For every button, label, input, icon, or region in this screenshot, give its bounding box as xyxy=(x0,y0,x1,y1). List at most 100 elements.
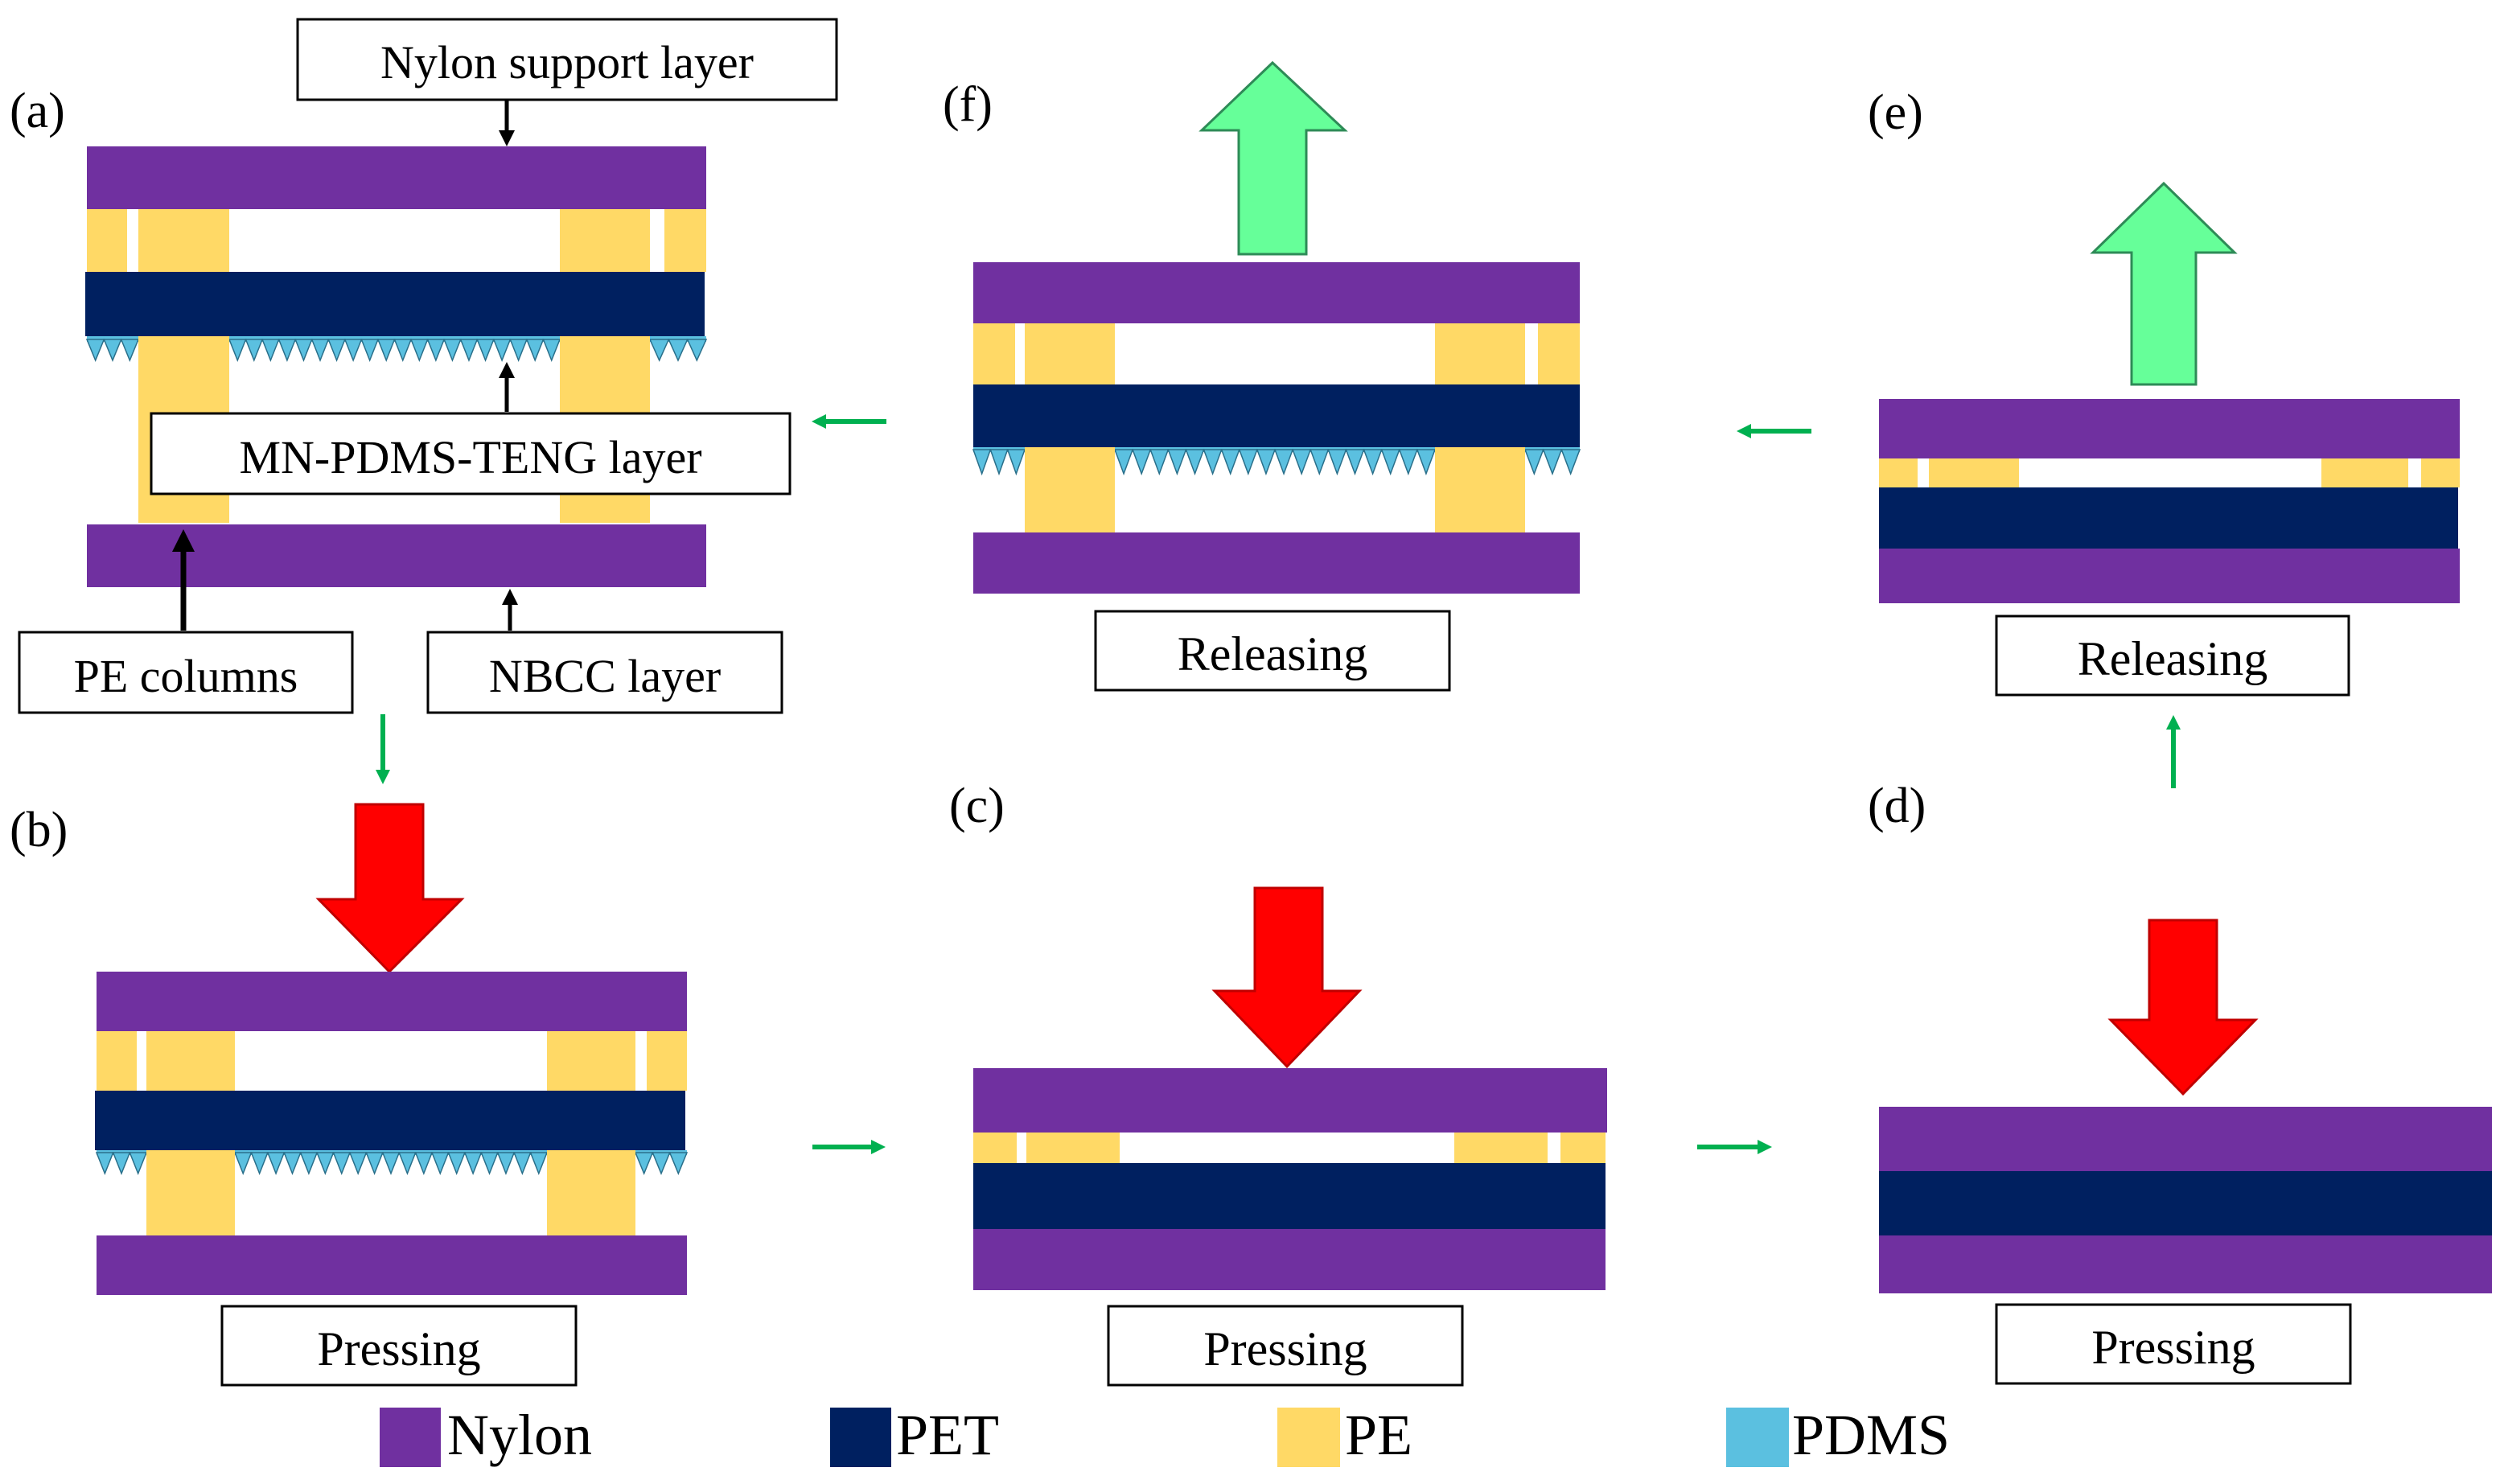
nylon-support-layer xyxy=(87,146,706,209)
microneedle xyxy=(283,1152,302,1176)
pet-layer xyxy=(973,384,1580,447)
microneedle xyxy=(360,339,380,363)
legend-swatch-nylon xyxy=(380,1408,441,1467)
microneedle xyxy=(529,1152,549,1176)
label-pe-columns: PE columns xyxy=(74,650,298,702)
microneedle xyxy=(668,339,689,362)
panel-label-b: (b) xyxy=(10,803,68,857)
microneedle xyxy=(476,339,495,363)
pe-spacer xyxy=(560,209,650,272)
microneedle xyxy=(1310,449,1330,476)
release-arrow xyxy=(1198,60,1348,256)
panel-c: (c) Pressing xyxy=(949,779,1607,1387)
panel-f: (f) Releasing xyxy=(943,60,1581,692)
microneedle xyxy=(1256,449,1277,476)
pe-spacer xyxy=(973,323,1015,384)
legend-label-pdms: PDMS xyxy=(1792,1403,1950,1467)
caption-pressing: Pressing xyxy=(317,1322,480,1375)
legend-label-pe: PE xyxy=(1345,1403,1412,1467)
pe-spacer xyxy=(1560,1133,1606,1163)
microneedle xyxy=(668,1152,689,1175)
microneedle xyxy=(1398,449,1418,476)
legend-label-nylon: Nylon xyxy=(447,1403,592,1467)
microneedle xyxy=(463,1152,483,1176)
microneedle xyxy=(103,339,122,362)
microneedle xyxy=(525,339,545,363)
nbcc-layer xyxy=(973,532,1580,594)
pe-spacer xyxy=(973,1133,1017,1163)
microneedle xyxy=(398,1152,417,1176)
microneedle xyxy=(989,449,1009,476)
microneedle xyxy=(112,1152,131,1176)
nylon-support-layer xyxy=(973,262,1580,323)
panel-e: (e) Releasing xyxy=(1868,85,2460,697)
nbcc-layer xyxy=(1879,549,2460,603)
microneedle xyxy=(299,1152,319,1176)
pe-spacer xyxy=(138,209,229,272)
microneedle xyxy=(1327,449,1347,476)
caption-pressing: Pressing xyxy=(2091,1321,2255,1374)
microneedle xyxy=(294,339,313,363)
microneedle xyxy=(509,339,528,363)
microneedle xyxy=(1203,449,1223,476)
microneedle xyxy=(85,339,105,362)
legend-swatch-pdms xyxy=(1726,1408,1789,1467)
microneedle xyxy=(343,339,363,363)
press-arrow xyxy=(1211,886,1363,1069)
pe-spacer xyxy=(97,1031,137,1091)
release-arrow xyxy=(2090,181,2238,386)
nylon-support-layer xyxy=(1879,399,2460,458)
pe-spacer xyxy=(1026,1133,1120,1163)
microneedle xyxy=(686,339,708,362)
pe-spacer xyxy=(1538,323,1580,384)
microneedle xyxy=(1380,449,1400,476)
microneedle xyxy=(1292,449,1312,476)
microneedle xyxy=(652,1152,671,1175)
panel-label-f: (f) xyxy=(943,77,993,132)
microneedle xyxy=(365,1152,384,1176)
pe-spacer xyxy=(547,1031,635,1091)
microneedle xyxy=(443,339,462,363)
caption-box xyxy=(220,1305,578,1387)
microneedle xyxy=(1416,449,1437,476)
panel-label-a: (a) xyxy=(10,84,65,138)
microneedle xyxy=(327,339,346,363)
microneedle xyxy=(228,339,247,363)
pe-spacer xyxy=(1025,323,1115,384)
microneedle xyxy=(261,339,280,363)
microneedle xyxy=(1542,449,1563,476)
nbcc-layer xyxy=(87,524,706,587)
microneedle xyxy=(492,339,512,363)
microneedle xyxy=(95,1152,114,1176)
caption-box xyxy=(1995,1303,2352,1385)
pe-spacer xyxy=(2421,458,2460,487)
legend: Nylon PET PE PDMS xyxy=(380,1403,1950,1467)
microneedle xyxy=(426,339,446,363)
pet-layer xyxy=(95,1091,685,1150)
label-nbcc-layer: NBCC layer xyxy=(489,650,721,702)
microneedle xyxy=(480,1152,499,1176)
microneedle xyxy=(348,1152,368,1176)
nylon-support-layer xyxy=(1879,1107,2492,1171)
microneedle xyxy=(1273,449,1294,476)
caption-box xyxy=(1107,1305,1464,1387)
label-box-pe-columns xyxy=(18,631,354,714)
label-nylon-support-layer: Nylon support layer xyxy=(380,36,754,88)
caption-releasing: Releasing xyxy=(1178,627,1368,680)
microneedle xyxy=(1560,449,1581,476)
label-box-nbcc xyxy=(426,631,783,714)
microneedle xyxy=(266,1152,286,1176)
pe-column xyxy=(1025,447,1115,532)
caption-box xyxy=(1094,610,1451,692)
caption-box xyxy=(1995,615,2350,697)
microneedle xyxy=(1132,449,1152,476)
microneedle xyxy=(542,339,561,363)
microneedle xyxy=(430,1152,450,1176)
panel-b: (b) Pressing xyxy=(10,803,689,1387)
microneedle xyxy=(120,339,140,362)
label-box-nylon-support xyxy=(296,18,838,101)
microneedle xyxy=(1523,449,1544,476)
nylon-support-layer xyxy=(973,1068,1607,1133)
legend-label-pet: PET xyxy=(896,1403,999,1467)
